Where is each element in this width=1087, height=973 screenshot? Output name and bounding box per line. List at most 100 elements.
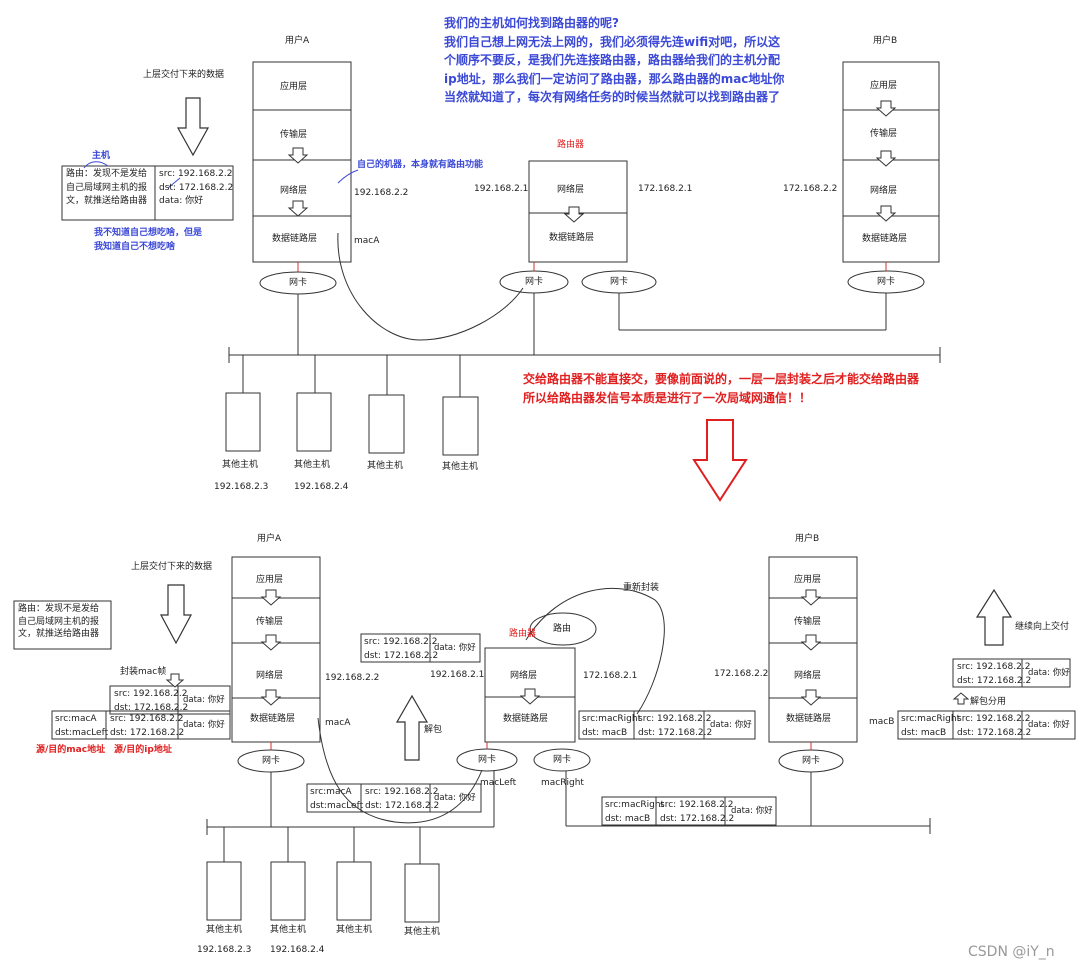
router-network-layer: 网络层 [557, 185, 585, 195]
router-box-bottom [484, 647, 576, 743]
unpack-up-arrow [395, 694, 429, 761]
datalink-layer-label: 数据链路层 [862, 234, 908, 244]
watermark: CSDN @iY_n [968, 944, 1055, 960]
host4-ip-top: 192.168.2.4 [294, 482, 349, 492]
other-host-label: 其他主机 [442, 462, 479, 472]
other-host-label: 其他主机 [222, 460, 259, 470]
heading-line: 我们自己想上网无法上网的，我们必须得先连wifi对吧，所以这 [444, 34, 781, 49]
router-title-top: 路由器 [557, 140, 585, 150]
transport-layer-label: 传输层 [280, 130, 308, 140]
unpack-label: 解包 [424, 725, 443, 735]
packet-data-b: data: 你好 [1028, 668, 1070, 678]
dont-know-note: 我不知道自己想吃啥，但是 我知道自己不想吃啥 [94, 228, 203, 252]
transport-layer-label: 传输层 [870, 129, 898, 139]
user-a-ip-top: 192.168.2.2 [354, 188, 409, 198]
host-tag: 主机 [92, 151, 111, 161]
packet-data-curve: data: 你好 [434, 793, 476, 803]
nic-router-right-bottom: 网卡 [552, 755, 571, 765]
router-datalink-layer: 数据链路层 [503, 714, 549, 724]
user-b-title-top: 用户B [873, 36, 898, 46]
data-down-arrow-bottom [159, 584, 193, 645]
other-host-label: 其他主机 [294, 460, 331, 470]
user-a-title-bottom: 用户A [257, 534, 282, 544]
user-b-ip-bottom: 172.168.2.2 [714, 669, 769, 679]
user-b-mac-bottom: macB [869, 717, 895, 727]
transport-layer-label: 传输层 [256, 617, 284, 627]
ip-address-label: 源/目的ip地址 [114, 745, 172, 755]
nic-router-left-bottom: 网卡 [477, 755, 496, 765]
warning-line: 交给路由器不能直接交，要像前面说的，一层一层封装之后才能交给路由器 [523, 372, 920, 386]
routing-note-top: 路由：发现不是发给 自己局域网主机的报 文，就推送给路由器 [66, 169, 148, 206]
upper-data-label-bottom: 上层交付下来的数据 [131, 562, 213, 572]
nic-user-b-bottom: 网卡 [801, 756, 820, 766]
other-host-label: 其他主机 [336, 925, 373, 935]
mac-address-label: 源/目的mac地址 [36, 745, 106, 755]
other-host-label: 其他主机 [206, 925, 243, 935]
user-a-title-top: 用户A [285, 36, 310, 46]
router-title-bottom: 路由器 [509, 629, 537, 639]
packet-ip-far-right: src: 192.168.2.2 dst: 172.168.2.2 [957, 714, 1032, 738]
deliver-up-arrow [975, 588, 1013, 646]
packet-data-far-right: data: 你好 [1028, 720, 1070, 730]
warning-block: 交给路由器不能直接交，要像前面说的，一层一层封装之后才能交给路由器 所以给路由器… [523, 370, 919, 408]
user-a-mac-bottom: macA [325, 718, 351, 728]
packet-ip-bottom-left: src: 192.168.2.2 dst: 172.168.2.2 [114, 689, 189, 713]
packet-data-above-router: data: 你好 [434, 643, 476, 653]
packet-ip-bus-right: src: 192.168.2.2 dst: 172.168.2.2 [660, 800, 735, 824]
app-layer-label: 应用层 [256, 575, 284, 585]
router-right-ip-bottom: 172.168.2.1 [583, 671, 638, 681]
nic-user-b-top: 网卡 [876, 277, 895, 287]
router-left-ip-top: 192.168.2.1 [474, 184, 529, 194]
packet-ip-curve: src: 192.168.2.2 dst: 172.168.2.2 [365, 787, 440, 811]
packet-mac-far-right: src:macRight dst: macB [901, 714, 961, 738]
router-right-ip-top: 172.168.2.1 [638, 184, 693, 194]
user-b-stack-bottom [768, 556, 858, 743]
heading-line: 我们的主机如何找到路由器的呢? [444, 16, 619, 30]
nic-user-a-top: 网卡 [288, 278, 307, 288]
network-layer-label: 网络层 [870, 186, 898, 196]
data-down-arrow-top [176, 97, 210, 157]
other-host-label: 其他主机 [404, 927, 441, 937]
packet-ip-left: src: 192.168.2.2 dst: 172.168.2.2 [110, 714, 185, 738]
deliver-up-label: 继续向上交付 [1015, 622, 1070, 632]
heading-line: 当然就知道了，每次有网络任务的时候当然就可以找到路由器了 [444, 90, 781, 105]
datalink-layer-label: 数据链路层 [272, 234, 318, 244]
host3-ip-top: 192.168.2.3 [214, 482, 269, 492]
user-a-ip-bottom: 192.168.2.2 [325, 673, 380, 683]
host4-ip-bottom: 192.168.2.4 [270, 945, 325, 955]
rewrap-label: 重新封装 [623, 583, 660, 593]
app-layer-label: 应用层 [794, 575, 822, 585]
router-left-ip-bottom: 192.168.2.1 [430, 670, 485, 680]
heading-block: 我们的主机如何找到路由器的呢? 我们自己想上网无法上网的，我们必须得先连wifi… [444, 14, 784, 107]
packet-ip-right: src: 192.168.2.2 dst: 172.168.2.2 [638, 714, 713, 738]
datalink-layer-label: 数据链路层 [250, 714, 296, 724]
user-b-ip-top: 172.168.2.2 [783, 184, 838, 194]
packet-ip-b: src: 192.168.2.2 dst: 172.168.2.2 [957, 662, 1032, 686]
upper-data-label-top: 上层交付下来的数据 [143, 70, 225, 80]
other-host-label: 其他主机 [270, 925, 307, 935]
packet-data-bottom-left: data: 你好 [183, 695, 225, 705]
user-a-stack-top [252, 61, 352, 263]
packet-mac-left: src:macA dst:macLeft [55, 714, 109, 738]
datalink-layer-label: 数据链路层 [786, 714, 832, 724]
heading-line: ip地址，那么我们一定访问了路由器，那么路由器的mac地址你 [444, 71, 785, 86]
router-datalink-layer: 数据链路层 [549, 233, 595, 243]
nic-router-right-top: 网卡 [609, 277, 628, 287]
app-layer-label: 应用层 [280, 82, 308, 92]
transition-arrow [692, 419, 748, 502]
router-box-top [528, 160, 628, 263]
router-network-layer: 网络层 [510, 671, 538, 681]
nic-user-a-bottom: 网卡 [261, 756, 280, 766]
other-host-label: 其他主机 [367, 461, 404, 471]
mac-right-label: macRight [541, 778, 584, 788]
packet-mac-bus-right: src:macRight dst: macB [605, 800, 665, 824]
packet-data-left: data: 你好 [183, 720, 225, 730]
network-layer-label: 网络层 [280, 186, 308, 196]
routing-note-bottom: 路由：发现不是发给 自己局域网主机的报 文，就推送给路由器 [18, 604, 100, 640]
mac-left-label: macLeft [480, 778, 517, 788]
user-a-stack-bottom [231, 556, 321, 743]
app-layer-label: 应用层 [870, 81, 898, 91]
network-layer-label: 网络层 [794, 671, 822, 681]
user-b-title-bottom: 用户B [795, 534, 820, 544]
